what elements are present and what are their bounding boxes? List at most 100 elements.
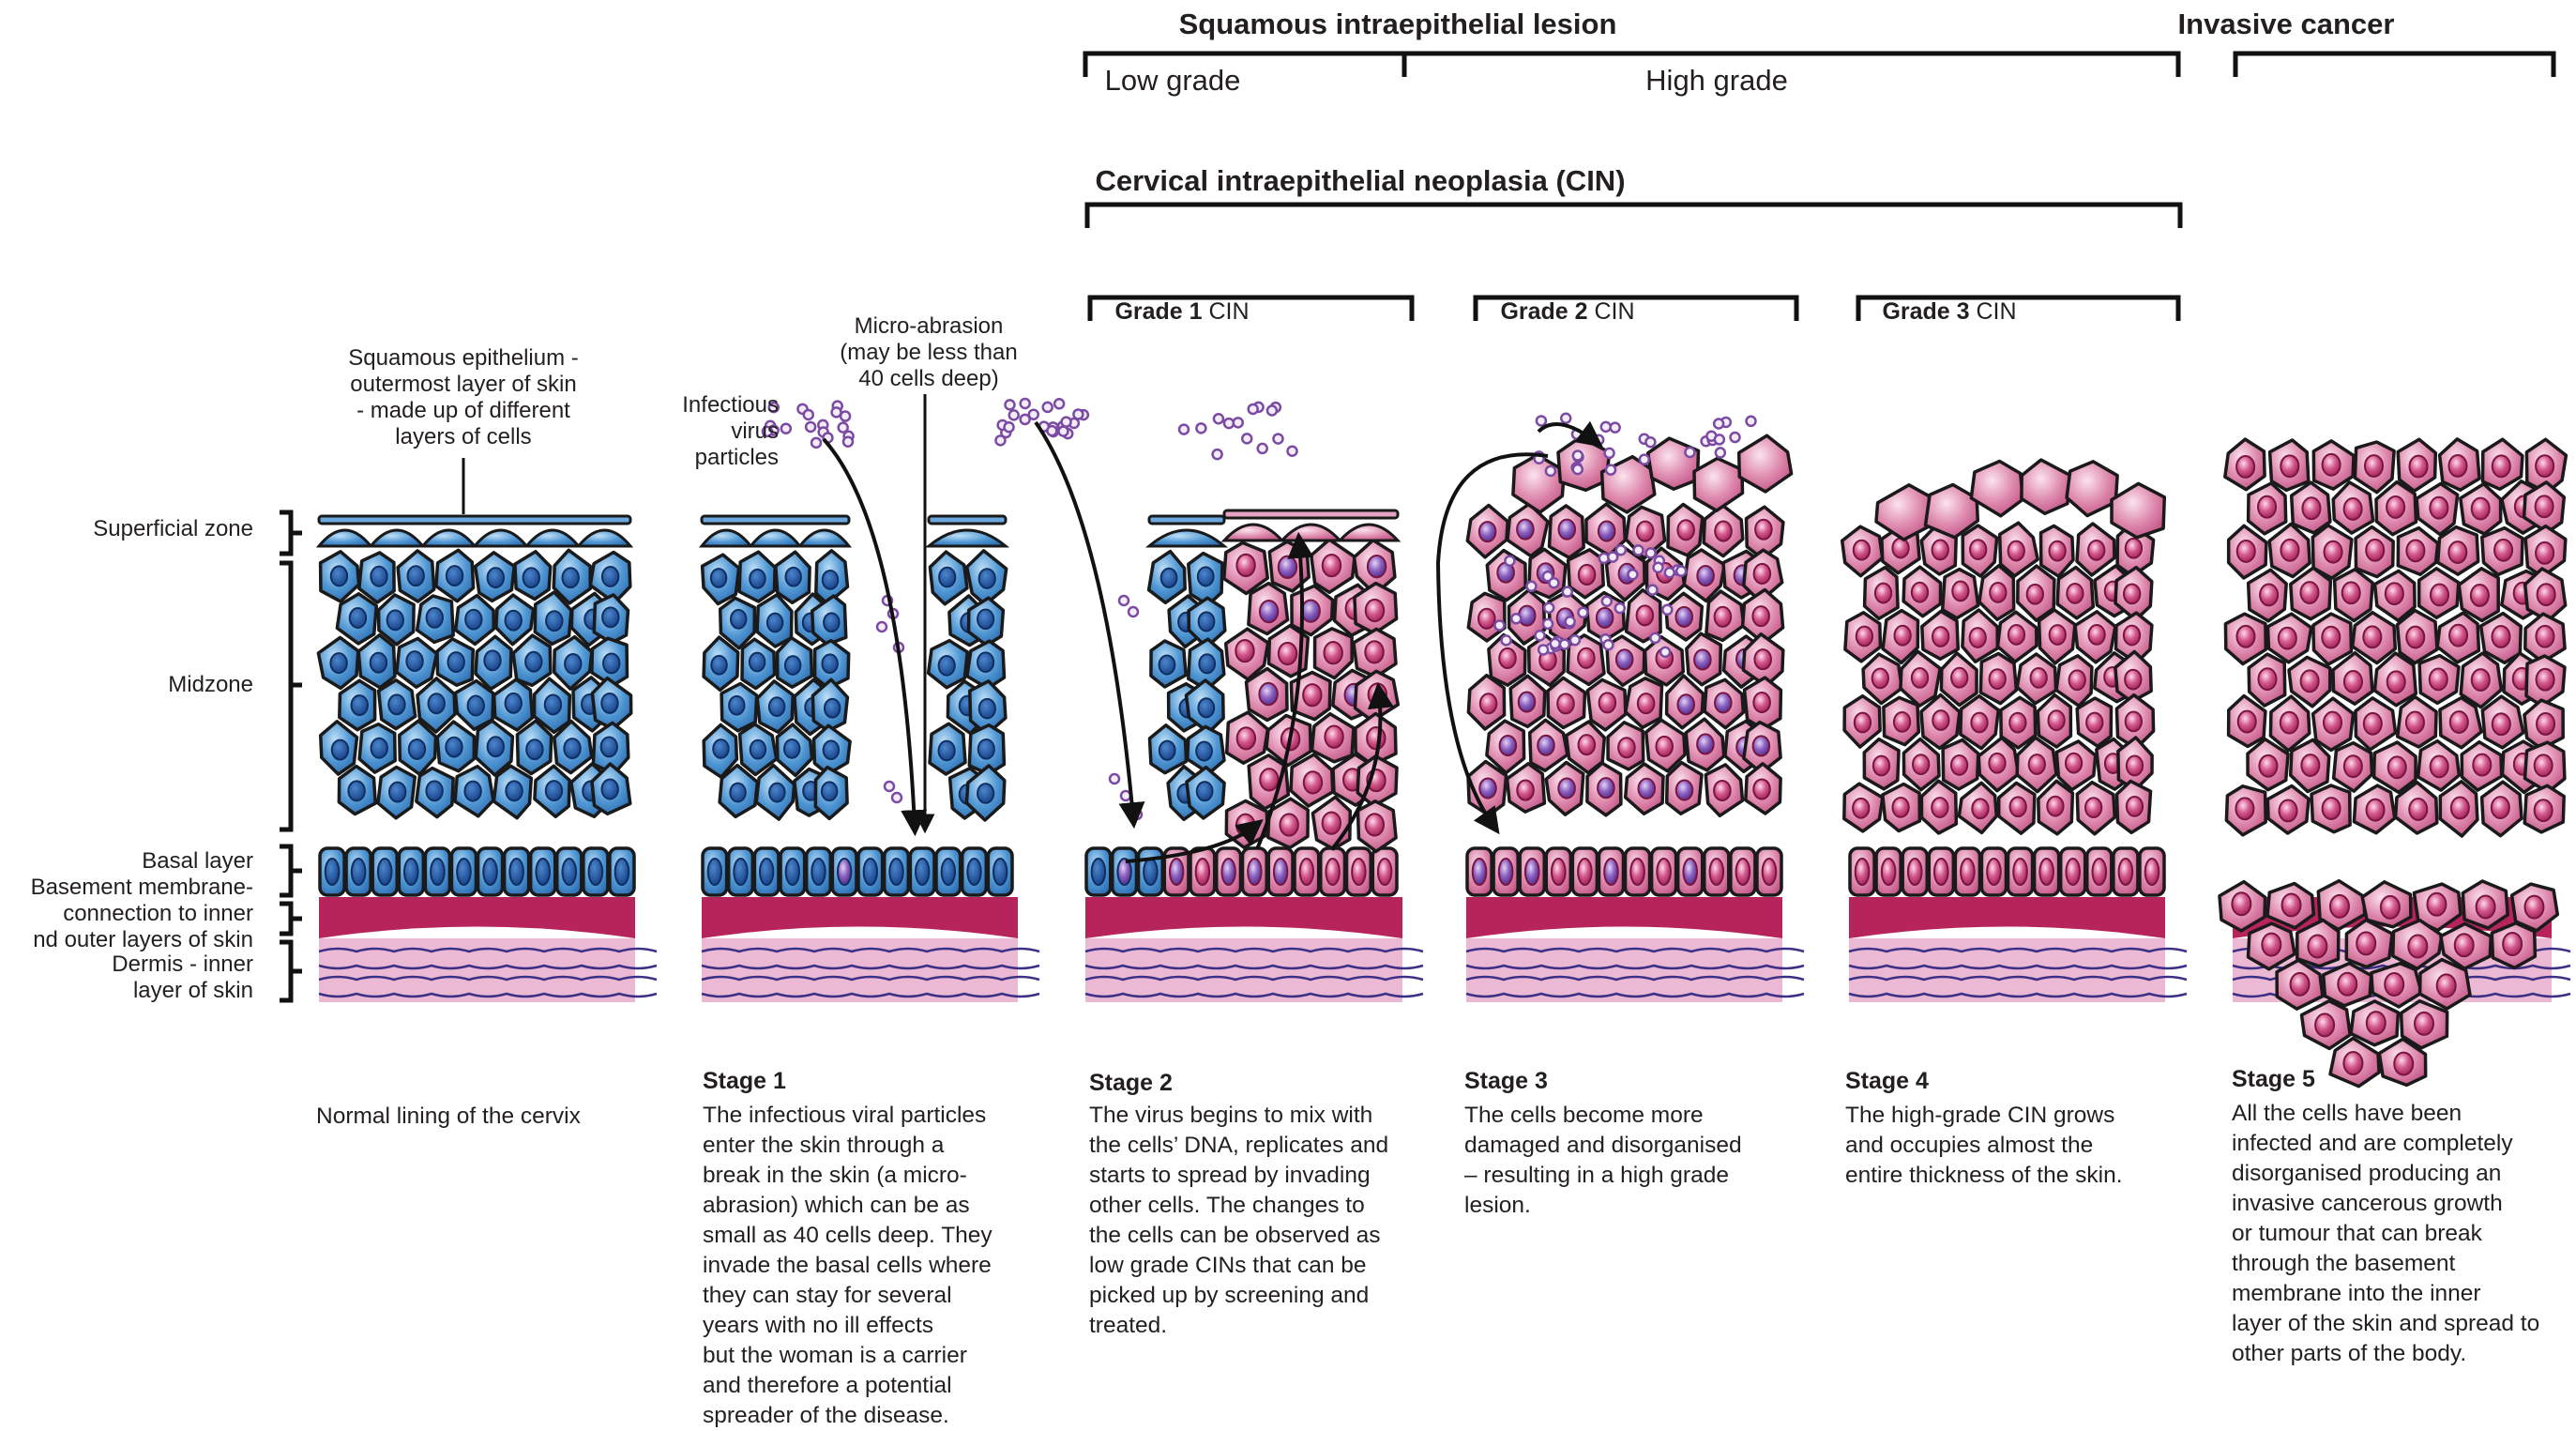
stage4-caption-line: and occupies almost the: [1845, 1131, 2155, 1161]
stage2-caption-line: The virus begins to mix with: [1089, 1101, 1399, 1131]
cell-nucleus: [2127, 756, 2143, 776]
cell-nucleus: [1856, 627, 1872, 647]
cell-nucleus: [1366, 814, 1384, 835]
cell-nucleus: [2330, 895, 2349, 918]
cell-nucleus: [1519, 693, 1536, 712]
stage5-caption-line: disorganised producing an: [2232, 1159, 2569, 1189]
cell-nucleus: [429, 693, 445, 713]
cell-nucleus: [1714, 781, 1731, 800]
superficial-surface: [702, 516, 849, 524]
virus-particle: [1029, 410, 1038, 419]
virus-particle: [843, 437, 853, 447]
cell-nucleus: [1199, 612, 1215, 631]
cell-nucleus: [1259, 683, 1277, 705]
cell-nucleus: [389, 783, 405, 802]
cell-nucleus: [1159, 741, 1175, 760]
cell-nucleus: [1579, 735, 1596, 754]
cell-nucleus: [2235, 798, 2253, 819]
cell-nucleus: [2323, 454, 2341, 476]
cell-nucleus: [1279, 643, 1296, 664]
virus-particle: [1536, 631, 1545, 640]
basal-nucleus: [1300, 859, 1313, 885]
cell-nucleus: [2473, 754, 2491, 776]
cell-nucleus: [523, 568, 539, 587]
basal-nucleus: [1736, 859, 1750, 885]
cell-nucleus: [2472, 669, 2490, 691]
bulge-cell: [1694, 458, 1743, 510]
invasive-cancer-header: Invasive cancer: [2178, 8, 2395, 41]
cell-nucleus: [1894, 712, 1910, 732]
superficial-cell: [475, 530, 526, 546]
stage5-caption-line: invasive cancerous growth: [2232, 1189, 2569, 1219]
cell-nucleus: [2524, 896, 2543, 919]
cell-nucleus: [2535, 754, 2553, 776]
virus-particle: [1628, 570, 1637, 579]
virus-particle: [781, 424, 791, 434]
cell-nucleus: [2324, 712, 2341, 734]
virus-particle: [1502, 635, 1511, 645]
dermis-layer: [1466, 938, 1782, 1002]
cell-nucleus: [2048, 710, 2064, 730]
cell-nucleus: [2238, 711, 2256, 733]
cin-bracket: [1087, 205, 2180, 228]
stage4-caption: Stage 4 The high-grade CIN growsand occu…: [1845, 1068, 2155, 1191]
cell-nucleus: [939, 568, 955, 587]
cell-nucleus: [822, 654, 837, 673]
virus-particle: [1653, 563, 1662, 572]
cell-nucleus: [1637, 605, 1654, 625]
stage1-caption-line: but the woman is a carrier: [703, 1341, 1012, 1371]
basal-nucleus: [734, 859, 747, 885]
virus-particle: [1646, 548, 1656, 557]
cell-nucleus: [1480, 693, 1497, 713]
superficial-surface: [1224, 510, 1398, 518]
cell-nucleus: [2008, 625, 2024, 645]
dermis-bracket: [280, 942, 302, 1000]
cell-nucleus: [2237, 540, 2255, 562]
stage2-entry-arrow: [1036, 422, 1133, 818]
cell-nucleus: [1235, 640, 1253, 662]
stage1-caption: Stage 1 The infectious viral particlesen…: [703, 1068, 1012, 1431]
bulge-cell: [2067, 462, 2117, 516]
cell-nucleus: [1303, 684, 1321, 706]
virus-particle: [1731, 433, 1740, 442]
basal-nucleus: [1961, 859, 1975, 885]
cell-nucleus: [2124, 584, 2140, 603]
cell-nucleus: [1198, 698, 1214, 717]
basal-nucleus: [1578, 859, 1592, 885]
virus-particle: [1537, 416, 1546, 425]
cell-nucleus: [2448, 541, 2466, 563]
basal-nucleus: [1683, 859, 1697, 885]
virus-particle: [1676, 567, 1686, 576]
virus-particle: [885, 782, 894, 791]
cell-nucleus: [447, 566, 462, 586]
cell-nucleus: [2494, 540, 2512, 561]
cell-nucleus: [2126, 539, 2142, 558]
basal-nucleus: [404, 859, 418, 885]
cell-nucleus: [1558, 520, 1575, 540]
basal-nucleus: [811, 859, 825, 885]
stage2-caption-line: low grade CINs that can be: [1089, 1251, 1399, 1281]
superficial-cell: [579, 530, 630, 546]
cell-nucleus: [2281, 712, 2298, 734]
cell-nucleus: [2279, 628, 2296, 649]
virus-particle: [1546, 466, 1555, 476]
cell-nucleus: [2537, 713, 2554, 735]
cell-nucleus: [1990, 583, 2006, 602]
cell-nucleus: [2415, 1012, 2433, 1035]
stage1-caption-line: they can stay for several: [703, 1281, 1012, 1311]
stage3-caption-line: damaged and disorganised: [1464, 1131, 1774, 1161]
cell-nucleus: [1656, 737, 1673, 756]
cell-nucleus: [750, 570, 765, 588]
cell-nucleus: [1677, 694, 1694, 714]
virus-particle: [1214, 414, 1223, 423]
cell-nucleus: [979, 699, 995, 719]
cell-nucleus: [1951, 668, 1967, 688]
cell-nucleus: [2344, 498, 2362, 520]
micro-abrasion-annotation: Micro-abrasion(may be less than40 cells …: [826, 313, 1032, 392]
squamous-epithelium-annotation: Squamous epithelium -outermost layer of …: [332, 345, 595, 450]
virus-particle: [1645, 437, 1655, 447]
cell-nucleus: [1952, 582, 1968, 601]
superficial-cell: [800, 530, 849, 546]
cell-nucleus: [1260, 769, 1278, 790]
cell-nucleus: [1951, 755, 1967, 775]
